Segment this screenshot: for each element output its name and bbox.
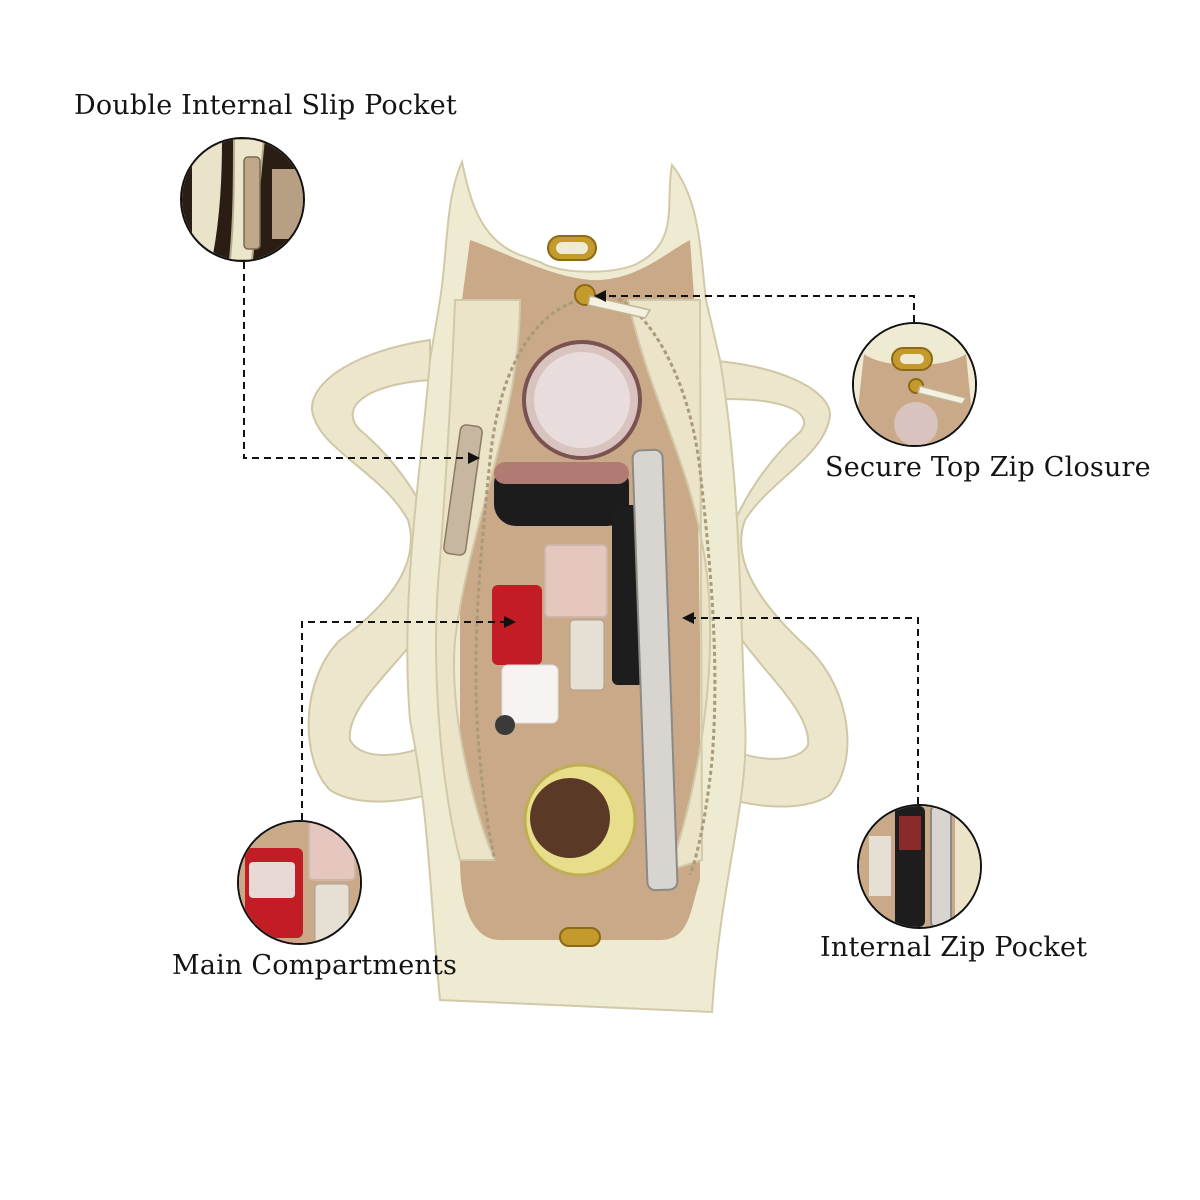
inner-panel-right <box>626 299 712 872</box>
tint-bottle <box>492 585 542 665</box>
arrowhead-main <box>504 616 516 628</box>
bottom-buckle <box>559 927 601 947</box>
zipper-track <box>474 294 601 861</box>
main-compartment-detail-icon <box>237 820 362 945</box>
tablet <box>631 448 679 892</box>
slip-pocket-detail-icon <box>180 137 305 262</box>
leader-slip-pocket <box>243 262 470 459</box>
leader-zip-pocket <box>690 617 919 804</box>
slip-pocket-label: Double Internal Slip Pocket <box>74 90 457 121</box>
arrowhead-zip-pocket <box>682 612 694 624</box>
leader-zip-closure <box>602 295 915 322</box>
zip-pocket-detail-icon <box>857 804 982 929</box>
zip-pocket-label: Internal Zip Pocket <box>820 932 1088 963</box>
leader-main-compartments <box>301 621 506 820</box>
zip-closure-label: Secure Top Zip Closure <box>825 452 1151 483</box>
foundation-tube <box>544 544 608 618</box>
zip-closure-detail-icon <box>852 322 977 447</box>
lipstick-cap <box>495 715 515 735</box>
arrowhead-zip-closure <box>594 290 606 302</box>
right-handle <box>704 358 849 808</box>
arrowhead-slip <box>468 452 480 464</box>
main-compartments-label: Main Compartments <box>172 950 458 981</box>
